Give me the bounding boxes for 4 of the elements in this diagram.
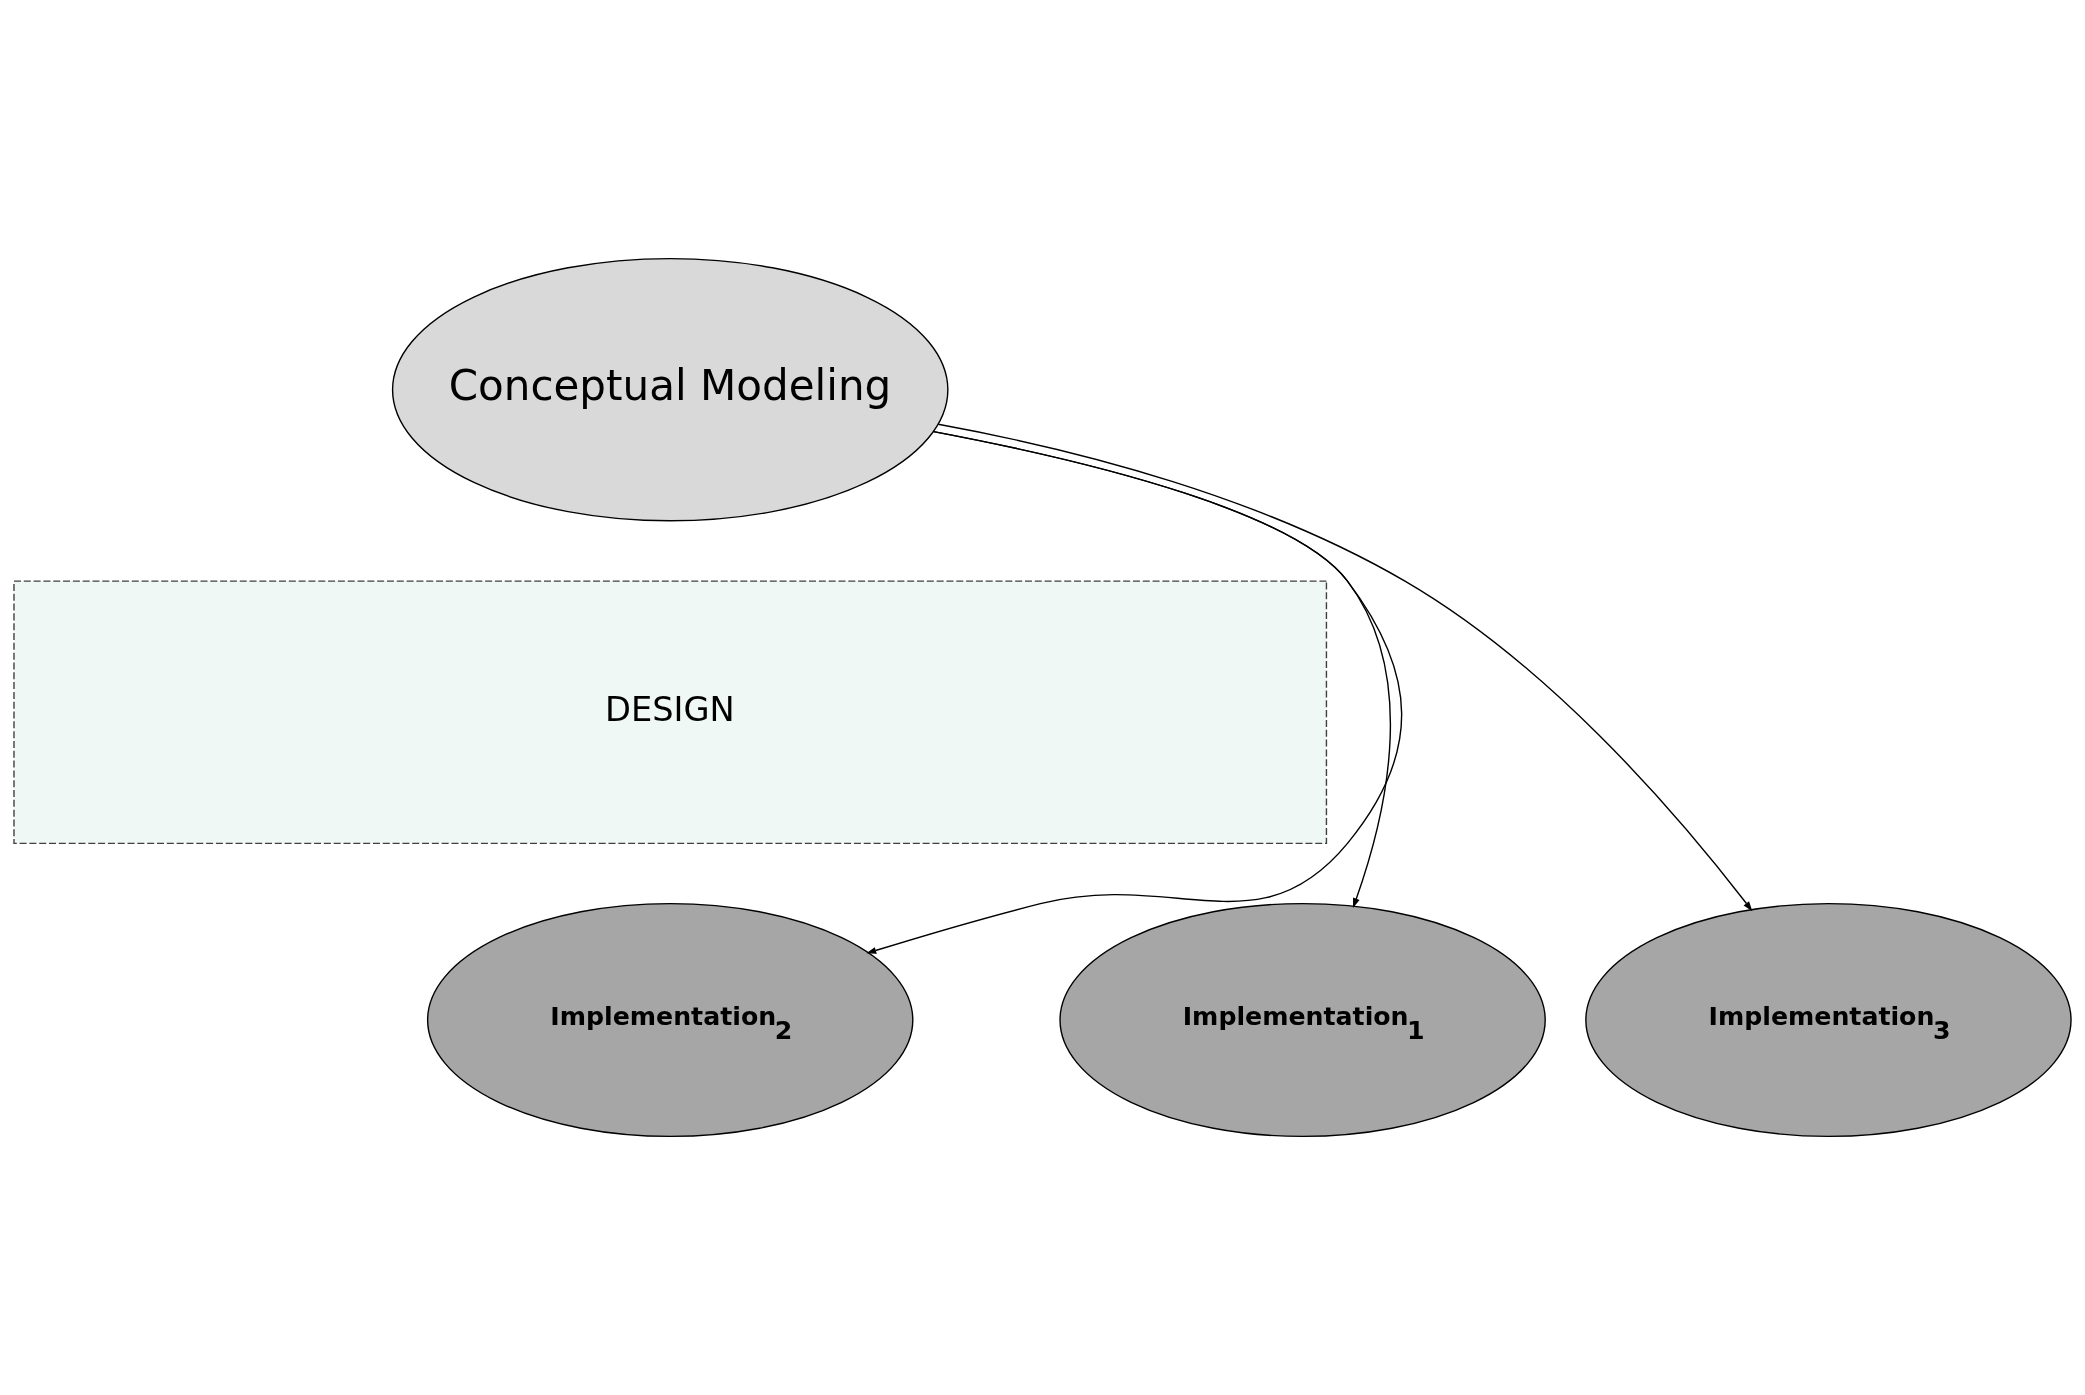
arrow xyxy=(937,423,1753,912)
node-ellipse: Conceptual Modeling xyxy=(391,257,949,522)
node-box: DESIGN xyxy=(13,580,1328,845)
arrow xyxy=(866,430,1403,954)
